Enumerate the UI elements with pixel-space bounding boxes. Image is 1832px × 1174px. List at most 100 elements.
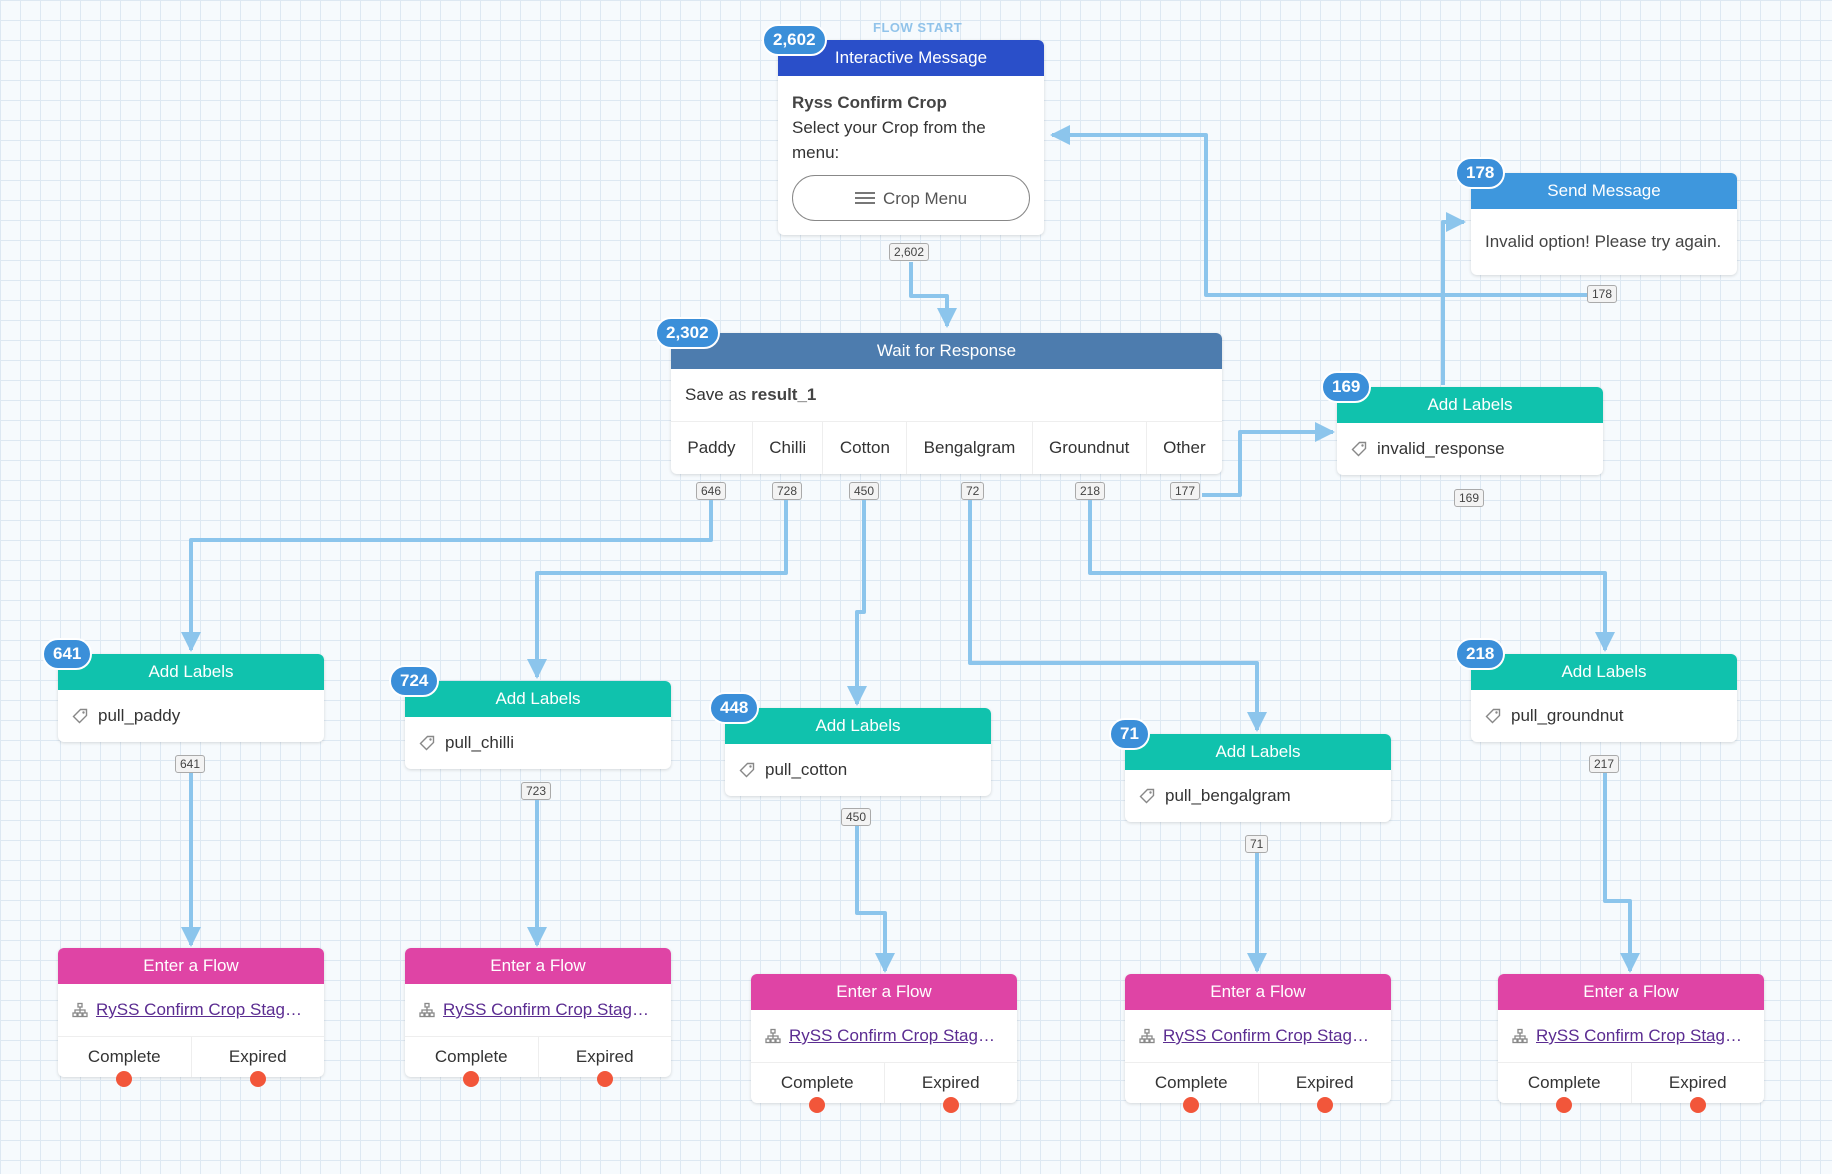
exit-complete[interactable]: Complete — [1498, 1063, 1631, 1113]
flow-link[interactable]: RySS Confirm Crop Stage ... — [96, 1000, 310, 1019]
save-as-row: Save as result_1 — [671, 369, 1222, 421]
node-header[interactable]: Add Labels — [405, 681, 671, 717]
interactive-message-node[interactable]: 2,602 Interactive Message Ryss Confirm C… — [762, 24, 1044, 235]
exit-dot[interactable] — [809, 1097, 826, 1113]
node-header[interactable]: Enter a Flow — [751, 974, 1017, 1010]
exit-expired[interactable]: Expired — [1630, 1063, 1765, 1113]
flow-row: RySS Confirm Crop Stage ... — [1125, 1010, 1391, 1063]
exit-dot[interactable] — [463, 1071, 480, 1087]
exit-dot[interactable] — [116, 1071, 133, 1087]
exit-complete[interactable]: Complete — [58, 1037, 191, 1087]
flow-tree-icon — [419, 1002, 435, 1018]
wire-paddy — [181, 500, 713, 652]
label-name: pull_groundnut — [1511, 706, 1624, 725]
case-paddy[interactable]: Paddy — [687, 438, 736, 457]
exit-complete-label: Complete — [1154, 1073, 1228, 1092]
label-row: pull_cotton — [725, 744, 991, 796]
node-header[interactable]: Wait for Response — [671, 333, 1222, 369]
wire-groundnut — [1088, 500, 1615, 652]
node-header[interactable]: Add Labels — [725, 708, 991, 744]
enter-flow-node[interactable]: Enter a Flow RySS Confirm Crop Stage ...… — [1125, 974, 1392, 1113]
exit-dot[interactable] — [1183, 1097, 1200, 1113]
label-name: pull_paddy — [98, 706, 181, 725]
exit-dot[interactable] — [942, 1097, 959, 1113]
node-header[interactable]: Enter a Flow — [405, 948, 671, 984]
add-labels-invalid-node[interactable]: 169 Add Labels invalid_response — [1321, 371, 1603, 475]
case-chilli[interactable]: Chilli — [751, 422, 823, 474]
wire-cotton — [847, 500, 867, 706]
node-count-badge: 218 — [1455, 638, 1506, 670]
exit-complete[interactable]: Complete — [1125, 1063, 1258, 1113]
node-header[interactable]: Enter a Flow — [1125, 974, 1391, 1010]
wait-for-response-node[interactable]: 2,302 Wait for Response Save as result_1… — [655, 317, 1222, 474]
case-bengalgram[interactable]: Bengalgram — [906, 422, 1031, 474]
add-labels-cotton-node[interactable]: 448 Add Labels pull_cotton — [709, 692, 991, 796]
exit-count: 723 — [521, 782, 552, 800]
flow-link[interactable]: RySS Confirm Crop Stage ... — [443, 1000, 657, 1019]
tag-icon — [739, 762, 755, 778]
menu-icon — [854, 189, 875, 207]
exit-expired-label: Expired — [575, 1047, 634, 1066]
add-labels-groundnut-node[interactable]: 218 Add Labels pull_groundnut — [1455, 638, 1737, 742]
flow-tree-icon — [765, 1028, 781, 1044]
send-message-node[interactable]: 178 Send Message Invalid option! Please … — [1455, 157, 1737, 275]
flow-start-label: FLOW START — [873, 20, 963, 35]
wire-chilli — [527, 500, 788, 679]
flow-link[interactable]: RySS Confirm Crop Stage ... — [1536, 1026, 1750, 1045]
exit-expired[interactable]: Expired — [190, 1037, 325, 1087]
label-name: invalid_response — [1377, 439, 1505, 458]
node-header[interactable]: Enter a Flow — [1498, 974, 1764, 1010]
exit-expired[interactable]: Expired — [1257, 1063, 1392, 1113]
wire-label3-to-flow — [855, 826, 895, 973]
wire-label5-to-flow — [1603, 772, 1640, 973]
exit-count: 2,602 — [889, 243, 930, 261]
exit-dot[interactable] — [249, 1071, 266, 1087]
add-labels-chilli-node[interactable]: 724 Add Labels pull_chilli — [389, 665, 671, 769]
node-header[interactable]: Enter a Flow — [58, 948, 324, 984]
exit-complete-label: Complete — [434, 1047, 508, 1066]
exit-dot[interactable] — [1689, 1097, 1706, 1113]
exit-count: 450 — [841, 808, 872, 826]
node-header[interactable]: Interactive Message — [778, 40, 1044, 76]
result-variable: result_1 — [751, 385, 817, 404]
case-count-other: 177 — [1170, 482, 1201, 500]
add-labels-bengalgram-node[interactable]: 71 Add Labels pull_bengalgram — [1109, 718, 1391, 822]
node-count-badge: 641 — [42, 638, 93, 670]
case-count-groundnut: 218 — [1075, 482, 1106, 500]
label-row: pull_paddy — [58, 690, 324, 742]
case-groundnut[interactable]: Groundnut — [1031, 422, 1146, 474]
flow-link[interactable]: RySS Confirm Crop Stage ... — [1163, 1026, 1377, 1045]
wire-bengalgram — [968, 500, 1267, 732]
exit-dot[interactable] — [1556, 1097, 1573, 1113]
case-cotton[interactable]: Cotton — [822, 422, 906, 474]
flow-link[interactable]: RySS Confirm Crop Stage ... — [789, 1026, 1003, 1045]
exit-expired[interactable]: Expired — [537, 1037, 672, 1087]
case-list: Paddy Chilli Cotton Bengalgram Groundnut… — [671, 421, 1222, 474]
node-header[interactable]: Send Message — [1471, 173, 1737, 209]
exit-expired-label: Expired — [1295, 1073, 1354, 1092]
node-header[interactable]: Add Labels — [1337, 387, 1603, 423]
exit-complete[interactable]: Complete — [405, 1037, 538, 1087]
flow-exits: Complete Expired — [751, 1063, 1018, 1113]
case-other[interactable]: Other — [1145, 422, 1222, 474]
exit-count: 217 — [1589, 755, 1620, 773]
exit-expired[interactable]: Expired — [883, 1063, 1018, 1113]
exit-dot[interactable] — [1316, 1097, 1333, 1113]
enter-flow-node[interactable]: Enter a Flow RySS Confirm Crop Stage ...… — [1498, 974, 1765, 1113]
tag-icon — [1139, 788, 1155, 804]
node-header[interactable]: Add Labels — [58, 654, 324, 690]
node-header[interactable]: Add Labels — [1125, 734, 1391, 770]
crop-menu-button[interactable]: Crop Menu — [792, 175, 1030, 221]
enter-flow-node[interactable]: Enter a Flow RySS Confirm Crop Stage ...… — [751, 974, 1018, 1113]
label-row: pull_groundnut — [1471, 690, 1737, 742]
exit-count: 641 — [175, 755, 206, 773]
flow-row: RySS Confirm Crop Stage ... — [751, 1010, 1017, 1063]
enter-flow-node[interactable]: Enter a Flow RySS Confirm Crop Stage ...… — [405, 948, 672, 1087]
crop-menu-label: Crop Menu — [882, 188, 968, 208]
exit-complete[interactable]: Complete — [751, 1063, 884, 1113]
node-header[interactable]: Add Labels — [1471, 654, 1737, 690]
node-count-badge: 71 — [1109, 718, 1150, 750]
enter-flow-node[interactable]: Enter a Flow RySS Confirm Crop Stage ...… — [58, 948, 325, 1087]
add-labels-paddy-node[interactable]: 641 Add Labels pull_paddy — [42, 638, 324, 742]
exit-dot[interactable] — [596, 1071, 613, 1087]
